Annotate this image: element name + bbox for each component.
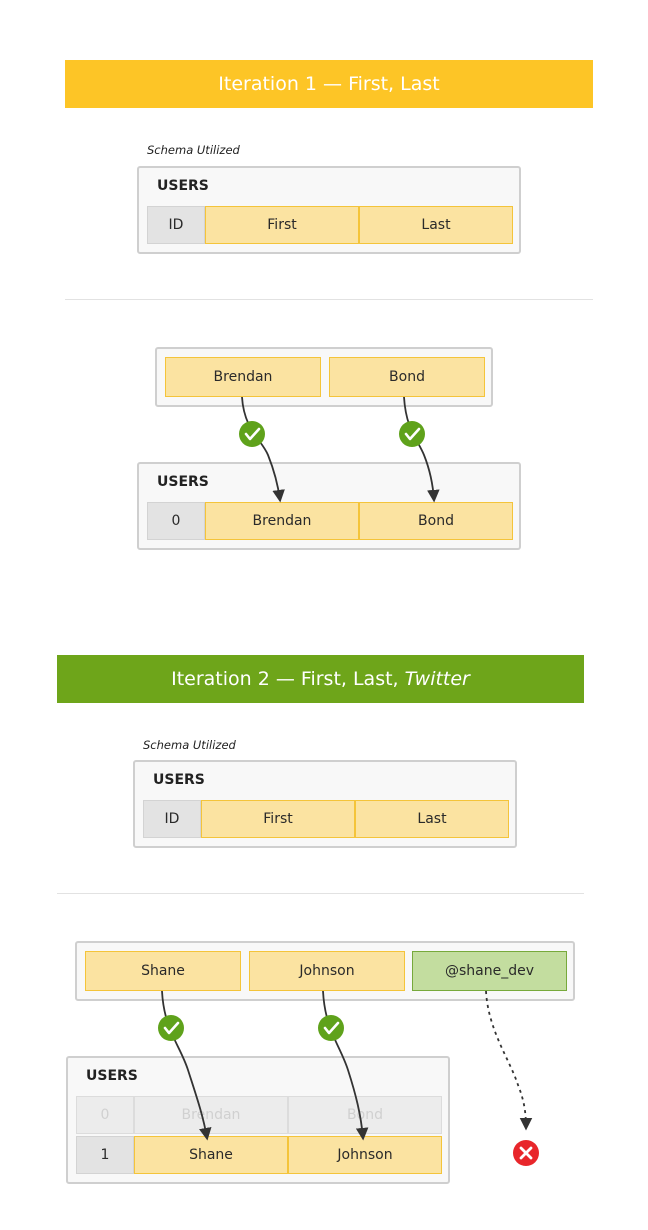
column-id: ID [147,206,205,244]
existing-row-id: 0 [76,1096,134,1134]
row-last: Bond [359,502,513,540]
table-title: USERS [153,772,205,788]
existing-row-last: Bond [288,1096,442,1134]
result-table-1: USERS 0 Brendan Bond [137,462,521,550]
column-first: First [205,206,359,244]
table-title: USERS [86,1068,138,1084]
input-last-value: Johnson [249,951,405,991]
arrow-twitter-rejected [485,990,533,1131]
check-icon [158,1015,184,1041]
result-table-2: USERS 0 Brendan Bond 1 Shane Johnson [66,1056,450,1184]
arrow-bond [403,396,440,503]
iteration-2-banner: Iteration 2 — First, Last, Twitter [57,655,584,703]
section-divider-1 [65,299,593,300]
check-icon [399,421,425,447]
table-title: USERS [157,474,209,490]
column-first: First [201,800,355,838]
column-id: ID [143,800,201,838]
column-last: Last [359,206,513,244]
input-record-1: Brendan Bond [155,347,493,407]
iteration-1-banner: Iteration 1 — First, Last [65,60,593,108]
row-first: Brendan [205,502,359,540]
row-id: 0 [147,502,205,540]
input-first-value: Shane [85,951,241,991]
section-divider-2 [57,893,584,894]
input-record-2: Shane Johnson @shane_dev [75,941,575,1001]
schema-table-1: USERS ID First Last [137,166,521,254]
input-twitter-value: @shane_dev [412,951,567,991]
arrow-johnson [322,990,369,1141]
new-row-id: 1 [76,1136,134,1174]
new-row-first: Shane [134,1136,288,1174]
input-last-value: Bond [329,357,485,397]
error-icon [513,1140,539,1166]
check-icon [239,421,265,447]
input-first-value: Brendan [165,357,321,397]
iteration-1-title: Iteration 1 — First, Last [218,73,440,95]
schema-table-2: USERS ID First Last [133,760,517,848]
iteration-2-title-emphasis: Twitter [404,668,470,690]
arrow-brendan [241,396,285,503]
schema-caption-2: Schema Utilized [143,738,236,752]
iteration-2-title: Iteration 2 — First, Last, [171,668,399,690]
column-last: Last [355,800,509,838]
arrow-shane [161,990,212,1141]
check-icon [318,1015,344,1041]
table-title: USERS [157,178,209,194]
schema-caption-1: Schema Utilized [147,143,240,157]
